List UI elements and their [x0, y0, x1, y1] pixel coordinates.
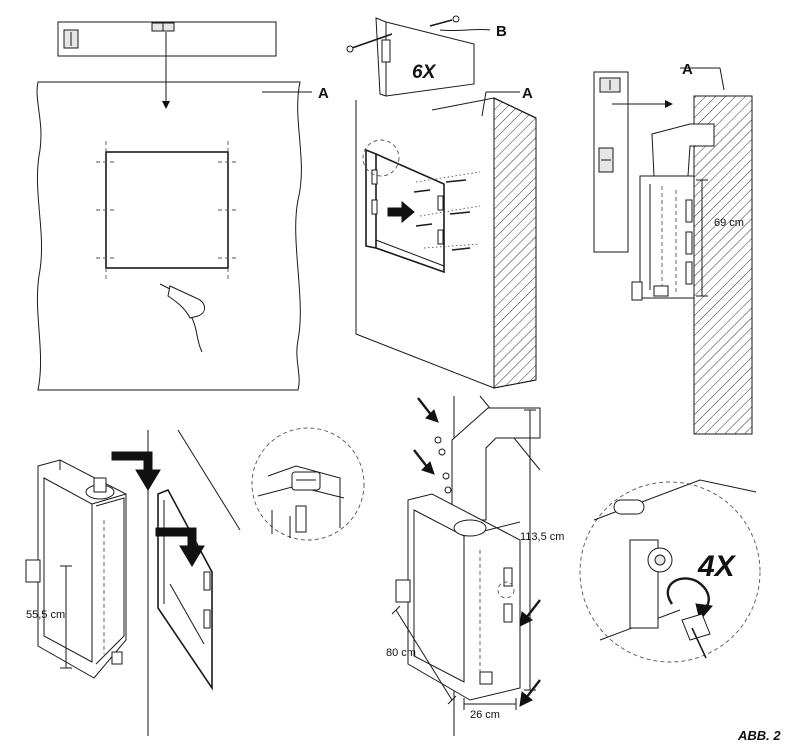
panel-handle-detail: [251, 427, 365, 541]
dimension-80: 80 cm: [386, 647, 416, 659]
panel-hang-insert: 55,5 cm: [25, 429, 241, 736]
bracket-label-b: B: [496, 23, 507, 40]
panel-side-view: A 69 cm: [593, 61, 753, 435]
wall-label-a: A: [318, 85, 329, 102]
bolts-count: 4X: [697, 550, 737, 583]
wall-label-a: A: [682, 61, 693, 78]
figure-id: ABB. 2: [737, 728, 781, 743]
panel-final-install: 113,5 cm 80 cm 26 cm: [386, 395, 564, 736]
dimension-55-5: 55,5 cm: [26, 609, 65, 621]
screws-count: 6X: [412, 62, 437, 83]
wall-sheet: [36, 81, 302, 391]
marked-outline: [105, 151, 229, 269]
dimension-26: 26 cm: [470, 709, 500, 721]
panel-bracket-mounting: B 6X A: [346, 15, 537, 389]
panel-wall-marking: A: [36, 21, 329, 391]
wall-label-a: A: [522, 85, 533, 102]
dimension-69: 69 cm: [714, 217, 744, 229]
panel-bolt-detail: 4X: [579, 479, 761, 663]
drill-icon: [159, 283, 205, 353]
dimension-113-5: 113,5 cm: [520, 531, 564, 543]
wall-section: [693, 95, 753, 435]
